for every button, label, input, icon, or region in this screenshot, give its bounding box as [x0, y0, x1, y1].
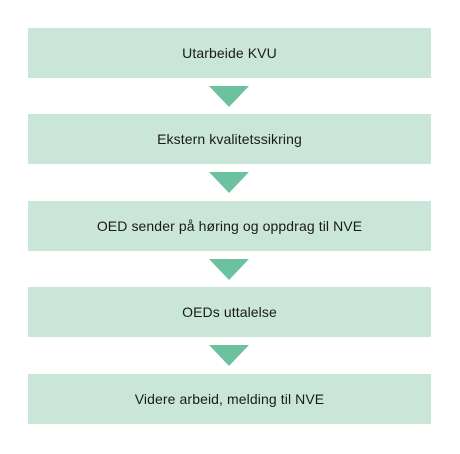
step-label-5: Videre arbeid, melding til NVE — [134, 391, 325, 407]
down-arrow-icon — [209, 86, 249, 107]
down-arrow-icon — [209, 259, 249, 280]
step-label-4: OEDs uttalelse — [182, 304, 277, 320]
step-label-3: OED sender på høring og oppdrag til NVE — [96, 218, 363, 234]
step-box-2: Ekstern kvalitetssikring — [28, 114, 431, 164]
down-arrow-icon — [209, 172, 249, 193]
down-arrow-icon — [209, 345, 249, 366]
step-label-2: Ekstern kvalitetssikring — [157, 131, 302, 147]
step-box-5: Videre arbeid, melding til NVE — [28, 374, 431, 424]
step-box-3: OED sender på høring og oppdrag til NVE — [28, 201, 431, 251]
step-box-1: Utarbeide KVU — [28, 28, 431, 78]
step-box-4: OEDs uttalelse — [28, 287, 431, 337]
step-label-1: Utarbeide KVU — [182, 45, 277, 61]
